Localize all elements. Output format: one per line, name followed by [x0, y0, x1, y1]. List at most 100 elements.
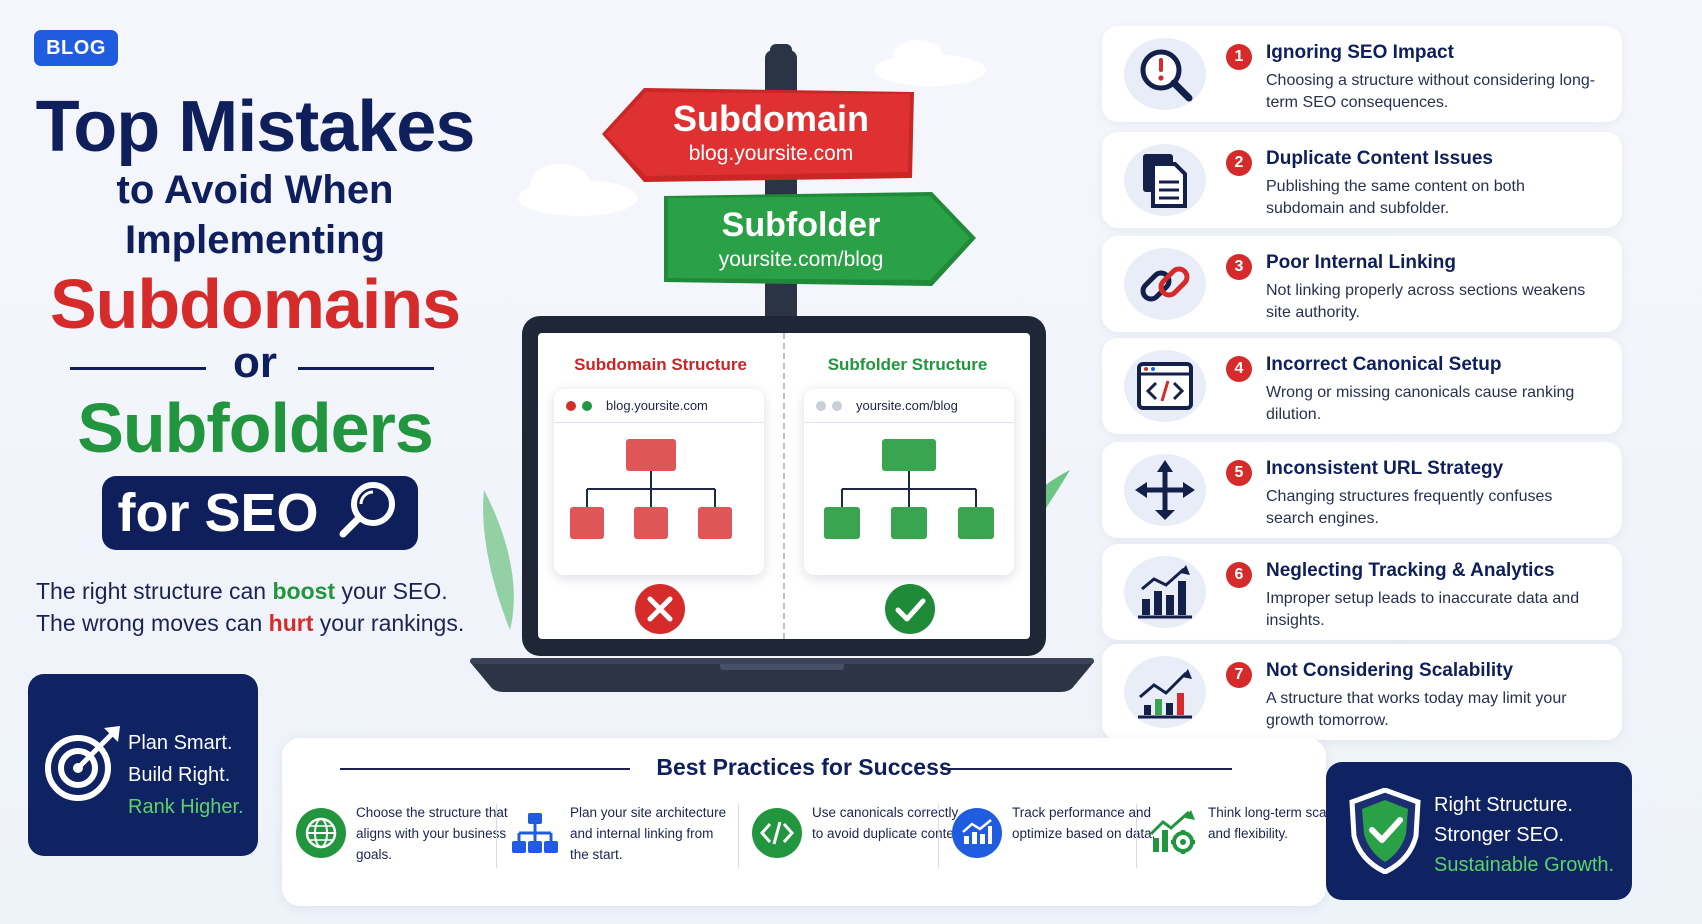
shield-check-icon [1348, 787, 1422, 879]
bp-item-1: Choose the structure that aligns with yo… [296, 802, 508, 872]
browser-dot [816, 400, 826, 411]
browser-dot [566, 400, 576, 411]
laptop-base [470, 658, 1094, 692]
mistake-number: 6 [1226, 562, 1252, 588]
mistake-card-3: 3 Poor Internal Linking Not linking prop… [1102, 236, 1622, 332]
mistake-description: A structure that works today may limit y… [1266, 690, 1567, 729]
mistake-number: 1 [1226, 44, 1252, 70]
mistake-title: Poor Internal Linking [1266, 252, 1457, 273]
title-subdomains: Subdomains [49, 265, 461, 343]
mistake-title: Neglecting Tracking & Analytics [1266, 560, 1555, 581]
summary-line-2: Stronger SEO. [1434, 824, 1565, 846]
tagline-line-1: The right structure can boost your SEO. [36, 578, 448, 605]
mistake-number: 2 [1226, 150, 1252, 176]
subdomain-browser-url: blog.yoursite.com [606, 398, 708, 413]
mistake-card-4: 4 Incorrect Canonical Setup Wrong or mis… [1102, 338, 1622, 434]
tagline-line-2: The wrong moves can hurt your rankings. [36, 610, 464, 637]
mistake-description: Improper setup leads to inaccurate data … [1266, 590, 1580, 629]
plan-line-1: Plan Smart. [128, 732, 233, 754]
bp-item-3: Use canonicals correctly to avoid duplic… [752, 802, 969, 872]
subfolder-browser: yoursite.com/blog [804, 389, 1014, 575]
tagline-boost: boost [272, 578, 336, 604]
mistake-description: Changing structures frequently confuses … [1266, 488, 1553, 527]
mistake-card-2: 2 Duplicate Content Issues Publishing th… [1102, 132, 1622, 228]
bp-text: Track performance and optimize based on … [1012, 805, 1156, 841]
tagline-text: The wrong moves can [36, 610, 269, 636]
title-line-3: Implementing [124, 218, 386, 262]
browser-dot [832, 400, 842, 411]
tagline-hurt: hurt [268, 610, 314, 636]
bp-text: Think long-term scalability and flexibil… [1208, 805, 1365, 841]
mistake-number: 7 [1226, 662, 1252, 688]
mistake-description: Not linking properly across sections wea… [1266, 282, 1586, 321]
subfolder-sign-url: yoursite.com/blog [718, 248, 884, 271]
target-arrow-icon [42, 724, 122, 809]
bp-separator [496, 804, 497, 868]
subfolder-sign-title: Subfolder [721, 206, 881, 244]
subfolder-tree-diagram [824, 439, 994, 539]
mistake-description: Wrong or missing canonicals cause rankin… [1266, 384, 1575, 423]
x-error-icon [634, 583, 686, 640]
bp-separator [1136, 804, 1137, 868]
mistake-card-5: 5 Inconsistent URL Strategy Changing str… [1102, 442, 1622, 538]
for-seo-label: for SEO [117, 483, 319, 543]
documents-icon [1124, 144, 1206, 216]
bp-rule-right [942, 768, 1232, 770]
tagline-text: The right structure can [36, 578, 273, 604]
bp-separator [738, 804, 739, 868]
sign-post-cap [770, 44, 792, 58]
code-window-icon [1124, 350, 1206, 422]
subfolder-browser-url: yoursite.com/blog [856, 398, 958, 413]
or-rule-left [70, 367, 206, 370]
summary-line-3: Sustainable Growth. [1434, 854, 1615, 876]
summary-box: Right Structure. Stronger SEO. Sustainab… [1326, 762, 1632, 900]
bp-item-5: Think long-term scalability and flexibil… [1148, 802, 1364, 872]
bp-separator [938, 804, 939, 868]
bp-item-4: Track performance and optimize based on … [952, 802, 1155, 872]
growth-chart-icon [1124, 656, 1206, 728]
mistake-title: Not Considering Scalability [1266, 660, 1514, 681]
magnifier-alert-icon [1124, 38, 1206, 110]
code-icon [752, 808, 802, 858]
plan-line-2: Build Right. [128, 764, 231, 786]
mistake-card-6: 6 Neglecting Tracking & Analytics Improp… [1102, 544, 1622, 640]
for-seo-pill: for SEO [102, 476, 418, 550]
mistake-number: 5 [1226, 460, 1252, 486]
title-line-1: Top Mistakes [35, 87, 476, 167]
subdomain-sign [602, 88, 914, 182]
bp-rule-left [340, 768, 630, 770]
check-success-icon [884, 583, 936, 640]
sitemap-icon [510, 808, 560, 858]
subfolder-sign [664, 192, 976, 286]
title-line-2: to Avoid When [116, 168, 394, 212]
mistake-number: 3 [1226, 254, 1252, 280]
bp-text: Plan your site architecture and internal… [570, 805, 727, 862]
tagline-text: your SEO. [335, 578, 448, 604]
best-practices-title: Best Practices for Success [656, 754, 952, 780]
mistake-title: Duplicate Content Issues [1266, 148, 1493, 169]
browser-dot [582, 400, 592, 411]
mistake-title: Inconsistent URL Strategy [1266, 458, 1504, 479]
globe-icon [296, 808, 346, 858]
bp-text: Use canonicals correctly to avoid duplic… [812, 805, 969, 841]
tagline-text: your rankings. [313, 610, 465, 636]
subfolder-structure-title: Subfolder Structure [827, 355, 988, 374]
move-arrows-icon [1124, 454, 1206, 526]
subdomain-sign-title: Subdomain [673, 98, 869, 139]
mistake-title: Ignoring SEO Impact [1266, 42, 1454, 63]
subdomain-sign-url: blog.yoursite.com [688, 142, 854, 165]
title-subfolders: Subfolders [77, 389, 434, 467]
mistake-card-1: 1 Ignoring SEO Impact Choosing a structu… [1102, 26, 1622, 122]
subdomain-structure-title: Subdomain Structure [574, 355, 747, 374]
mistake-number: 4 [1226, 356, 1252, 382]
blog-badge: BLOG [34, 30, 118, 66]
laptop-screen: Subdomain Structure Subfolder Structure … [538, 333, 1030, 639]
screen-divider [783, 333, 785, 639]
title-or: or [233, 338, 277, 387]
analytics-icon [952, 808, 1002, 858]
plan-line-3: Rank Higher. [128, 796, 244, 818]
summary-line-1: Right Structure. [1434, 794, 1573, 816]
or-rule-right [298, 367, 434, 370]
bar-chart-icon [1124, 556, 1206, 628]
mistake-description: Publishing the same content on both subd… [1266, 178, 1525, 217]
